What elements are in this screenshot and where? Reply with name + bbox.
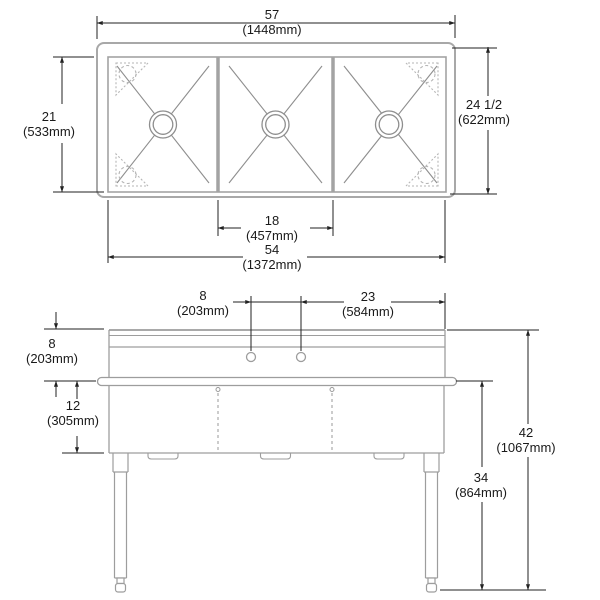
- drain-icon-inner: [378, 114, 400, 135]
- corner-bracket-icon-top-left: [115, 62, 150, 97]
- leg-right: [423, 453, 440, 593]
- corner-bracket-icon-top-right: [404, 62, 439, 97]
- dim-mm: (622mm): [457, 112, 511, 127]
- dim-inches: 54: [264, 242, 280, 257]
- dim-label-overall-front-to-back: 24 1/2 (622mm): [458, 97, 510, 127]
- dim-mm: (1372mm): [242, 257, 302, 272]
- drain-icons: [148, 110, 404, 139]
- corner-bracket-icons: [115, 62, 439, 187]
- dim-mm: (533mm): [22, 124, 76, 139]
- top-view-plan: [96, 42, 456, 198]
- front-view-dimension-lines: [44, 293, 546, 591]
- adjustable-foot-icon: [425, 582, 438, 593]
- leg-left: [112, 453, 129, 593]
- dim-label-bowls-total-width: 54 (1372mm): [242, 242, 301, 272]
- dim-mm: (203mm): [25, 351, 79, 366]
- dim-inches: 42: [518, 425, 534, 440]
- faucet-hole-icon-right: [295, 351, 307, 363]
- dim-mm: (305mm): [46, 413, 100, 428]
- dim-mm: (457mm): [245, 228, 299, 243]
- dim-inches: 21: [41, 109, 57, 124]
- dim-label-rim-height: 34 (864mm): [455, 470, 507, 500]
- dim-mm: (864mm): [454, 485, 508, 500]
- dim-label-backsplash-height: 8 (203mm): [26, 336, 78, 366]
- dim-inches: 18: [264, 213, 280, 228]
- drain-boss-icon: [259, 453, 292, 460]
- drain-boss-icons: [147, 453, 405, 460]
- front-view-elevation: [96, 329, 458, 593]
- dim-inches: 34: [473, 470, 489, 485]
- dim-label-overall-height: 42 (1067mm): [496, 425, 555, 455]
- dim-label-bowl-width: 18 (457mm): [246, 213, 298, 243]
- drain-icon-inner: [152, 114, 174, 135]
- corner-circle-icon: [417, 165, 436, 185]
- hidden-divider-lines: [215, 387, 335, 452]
- corner-bracket-icon-bottom-left: [115, 152, 150, 187]
- foot-collar-icon: [427, 577, 436, 585]
- dim-label-bowl-front-to-back: 21 (533mm): [23, 109, 75, 139]
- corner-circle-icon: [417, 64, 436, 84]
- dim-label-overall-width: 57 (1448mm): [242, 7, 301, 37]
- rolled-rim-lip: [96, 376, 458, 387]
- dim-mm: (203mm): [176, 303, 230, 318]
- dim-label-faucet-to-right-edge: 23 (584mm): [342, 289, 394, 319]
- drain-boss-icon: [147, 453, 179, 460]
- adjustable-foot-icon: [114, 582, 127, 593]
- dim-inches: 57: [264, 7, 280, 22]
- corner-circle-icon: [118, 64, 137, 84]
- corner-bracket-icon-bottom-right: [404, 152, 439, 187]
- dim-mm: (584mm): [341, 304, 395, 319]
- top-view-dimension-lines: [53, 15, 497, 263]
- drain-boss-icon: [373, 453, 405, 460]
- corner-circle-icon: [118, 165, 137, 185]
- foot-collar-icon: [116, 577, 125, 585]
- dim-mm: (1067mm): [496, 440, 556, 455]
- dim-inches: 23: [360, 289, 376, 304]
- dim-label-faucet-hole-spacing: 8 (203mm): [177, 288, 229, 318]
- dim-inches: 12: [65, 398, 81, 413]
- drain-icon-inner: [265, 114, 286, 135]
- dim-inches: 24 1/2: [465, 97, 503, 112]
- dim-label-apron-depth: 12 (305mm): [47, 398, 99, 428]
- dim-mm: (1448mm): [242, 22, 302, 37]
- faucet-hole-icon-left: [245, 351, 257, 363]
- dim-inches: 8: [48, 336, 56, 351]
- dim-inches: 8: [199, 288, 207, 303]
